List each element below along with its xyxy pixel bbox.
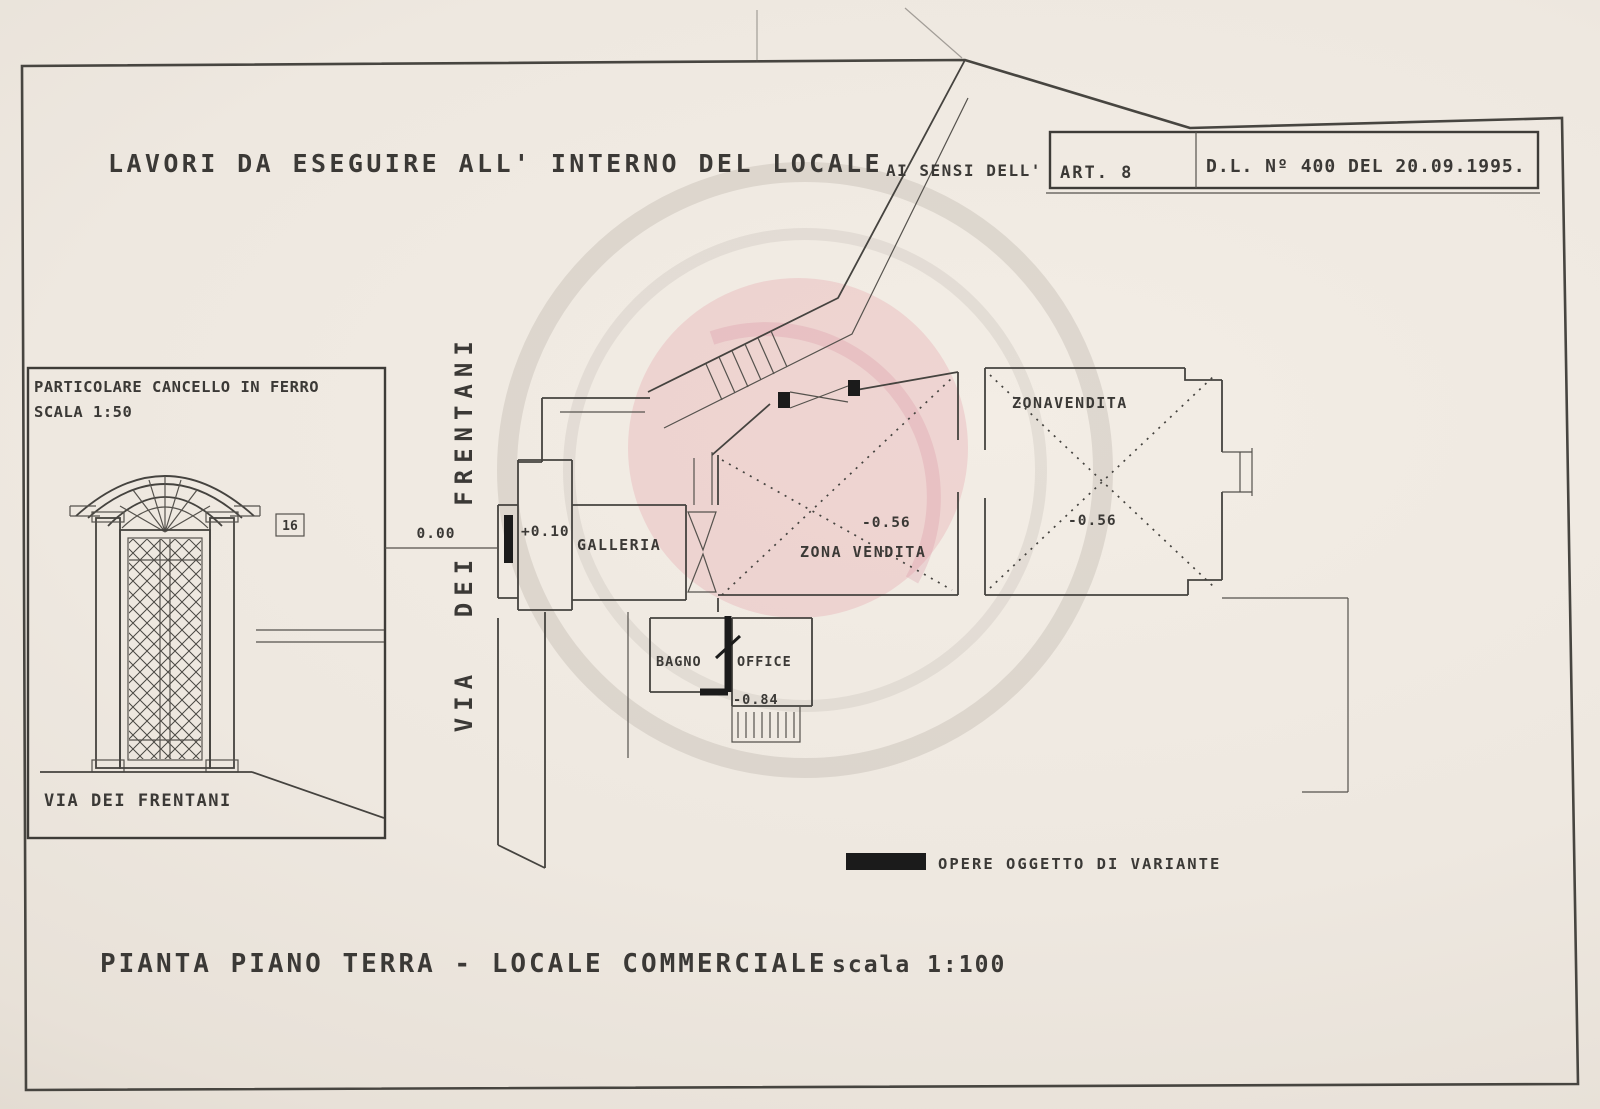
watermark-logo: [497, 162, 1113, 778]
street-name-frentani: FRENTANI: [450, 334, 478, 506]
legend-variant-label: OPERE OGGETTO DI VARIANTE: [938, 855, 1221, 873]
street-name-via: VIA: [450, 668, 478, 732]
gate-street-label: VIA DEI FRENTANI: [44, 791, 232, 811]
level-zero-label: 0.00: [417, 526, 456, 542]
level-center-label: -0.56: [862, 515, 911, 531]
gate-detail-box: [26, 366, 387, 840]
plan-caption-scale: scala 1:100: [832, 952, 1006, 978]
level-right-label: -0.56: [1068, 513, 1117, 529]
room-galleria-label: GALLERIA: [577, 536, 661, 554]
plan-caption: PIANTA PIANO TERRA - LOCALE COMMERCIALE: [100, 949, 827, 979]
page-title: LAVORI DA ESEGUIRE ALL' INTERNO DEL LOCA…: [108, 149, 883, 178]
gate-detail-scale: SCALA 1:50: [34, 403, 132, 421]
page-subtitle: AI SENSI DELL': [886, 161, 1042, 180]
plan-walls: [497, 59, 1349, 869]
room-office-label: OFFICE: [737, 654, 792, 670]
room-zona-vendita-right-label: ZONAVENDITA: [1012, 394, 1128, 412]
level-entrance-label: +0.10: [521, 524, 570, 540]
stairs: [705, 330, 788, 401]
gate-detail-drawing: [40, 475, 385, 819]
variant-works-marks: [504, 380, 860, 696]
room-zona-vendita-center-label: ZONA VENDITA: [800, 543, 926, 561]
house-number-plate: [275, 513, 305, 537]
header-reference-box: [1046, 130, 1540, 194]
gate-detail-title: PARTICOLARE CANCELLO IN FERRO: [34, 378, 319, 396]
decree-reference: D.L. Nº 400 DEL 20.09.1995.: [1206, 156, 1526, 177]
house-number: 16: [282, 519, 298, 534]
level-office-label: -0.84: [733, 692, 779, 708]
legend-variant-swatch: [846, 853, 926, 870]
article-reference: ART. 8: [1060, 163, 1133, 183]
room-bagno-label: BAGNO: [656, 654, 702, 670]
street-name-dei: DEI: [450, 553, 478, 617]
